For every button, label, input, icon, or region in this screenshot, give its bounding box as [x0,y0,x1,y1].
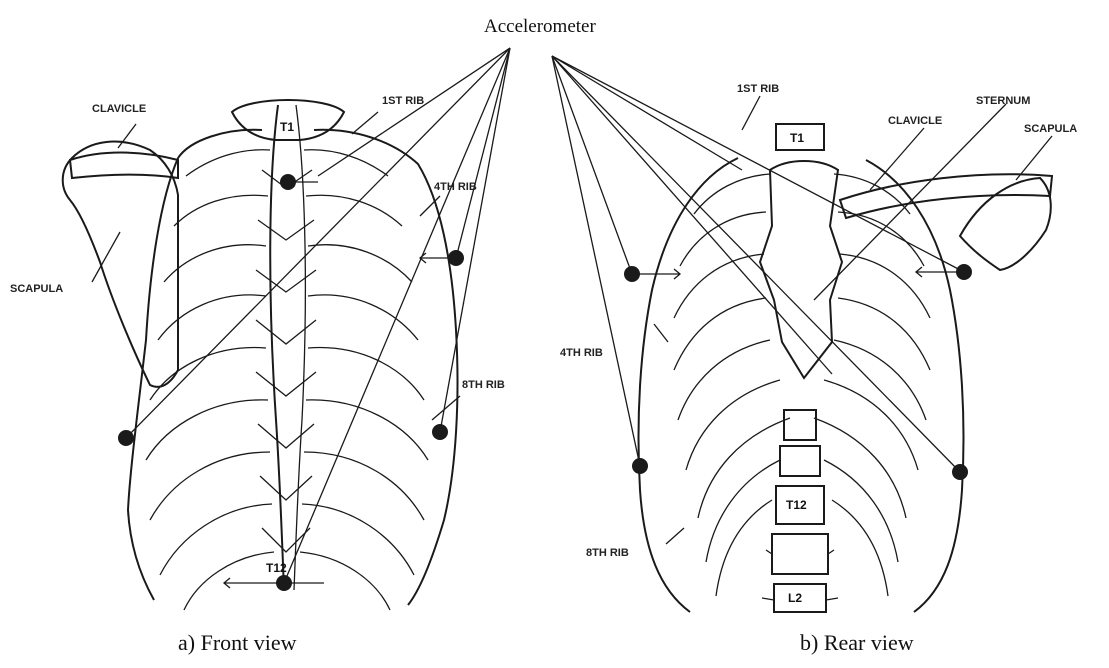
rear-direction-arrows [632,267,964,279]
front-vertebral-processes [256,170,316,552]
front-ribs-right [300,150,428,610]
rear-label-l2: L2 [788,591,802,605]
front-label-clavicle: CLAVICLE [92,103,146,115]
rear-view-caption: b) Rear view [800,630,914,655]
rear-clavicle [840,174,1052,218]
rear-ribcage-outline [639,158,964,612]
front-label-8th-rib: 8TH RIB [462,379,505,391]
front-clavicle [70,153,178,179]
rear-view: 1ST RIB CLAVICLE STERNUM SCAPULA 4TH RIB… [552,56,1077,655]
front-label-t1: T1 [280,120,294,134]
accelerometer-label: Accelerometer [484,16,596,37]
front-label-scapula: SCAPULA [10,283,63,295]
front-view: CLAVICLE 1ST RIB 4TH RIB 8TH RIB SCAPULA… [10,48,510,655]
front-ribs-left [146,150,274,610]
rear-label-scapula: SCAPULA [1024,123,1077,135]
rear-label-clavicle: CLAVICLE [888,115,942,127]
front-view-caption: a) Front view [178,630,297,655]
front-direction-arrows [224,182,456,588]
rear-label-sternum: STERNUM [976,95,1030,107]
rear-sternum [760,161,842,378]
rear-sternum-leader [814,104,1006,300]
rear-label-t12: T12 [786,498,807,512]
rear-label-4th-rib: 4TH RIB [560,347,603,359]
front-label-t12: T12 [266,561,287,575]
rear-ribs-left [674,174,790,596]
rear-label-t1: T1 [790,131,804,145]
front-label-4th-rib: 4TH RIB [434,181,477,193]
front-label-1st-rib: 1ST RIB [382,95,424,107]
rear-scapula-leader [1016,136,1052,180]
rear-ribs-right [814,174,930,596]
front-1st-rib-leader [352,112,378,134]
rear-label-8th-rib: 8TH RIB [586,547,629,559]
front-scapula [63,142,178,387]
rear-scapula [960,178,1051,270]
front-scapula-leader [92,232,120,282]
rear-8th-rib-leader [666,528,684,544]
rear-4th-rib-leader [654,324,668,342]
rear-label-1st-rib: 1ST RIB [737,83,779,95]
rear-1st-rib-leader [742,96,760,130]
rear-clavicle-leader [870,128,924,190]
